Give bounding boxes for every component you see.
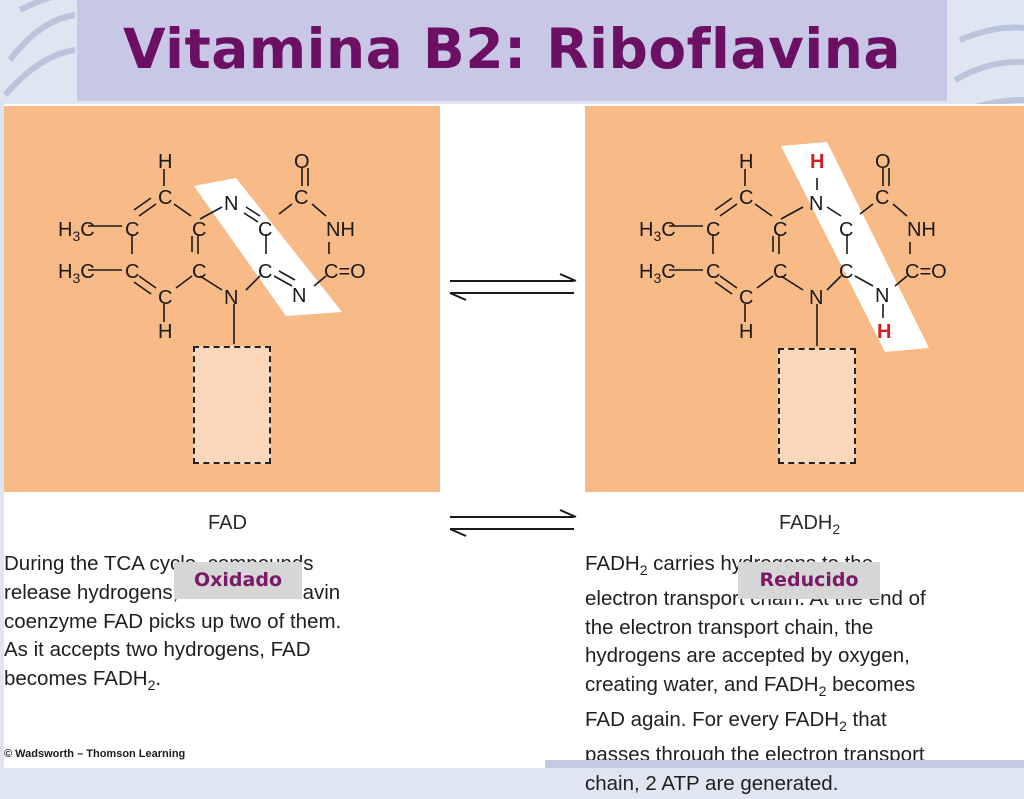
atom-c: C	[839, 261, 853, 283]
atom-c: C	[192, 219, 206, 241]
atom-h: H	[158, 321, 172, 343]
equilibrium-arrows-top	[449, 273, 577, 301]
atom-o: O	[294, 151, 310, 173]
atom-c: C	[706, 219, 720, 241]
atom-nh: NH	[326, 219, 355, 241]
atom-h3c: H3C	[58, 261, 95, 286]
atom-h: H	[739, 151, 753, 173]
atom-o: O	[875, 151, 891, 173]
atom-nh: NH	[907, 219, 936, 241]
fad-structure: H C N O C C NH C C C C C C=O C N N H H3C…	[58, 151, 366, 344]
page-edge-strip	[545, 760, 1024, 768]
atom-c: C	[258, 261, 272, 283]
fad-panel: H C N O C C NH C C C C C C=O C N N H H3C…	[4, 106, 440, 492]
atom-c: C	[158, 287, 172, 309]
atom-c: C	[125, 261, 139, 283]
fad-label: FAD	[208, 512, 247, 534]
atom-h: H	[739, 321, 753, 343]
atom-c: C	[839, 219, 853, 241]
reducido-tag: Reducido	[738, 562, 880, 599]
atom-c: C	[875, 187, 889, 209]
atom-n: N	[809, 193, 823, 215]
equilibrium-arrows-bottom	[449, 509, 577, 537]
fadh2-structure: H H C N O C C NH C C C C C C=O C N N H H…	[639, 142, 947, 352]
atom-c: C	[706, 261, 720, 283]
atom-c: C	[294, 187, 308, 209]
atom-h3c: H3C	[58, 219, 95, 244]
atom-ceq: C=O	[324, 261, 366, 283]
atom-h3c: H3C	[639, 219, 676, 244]
atom-n: N	[292, 285, 306, 307]
atom-h3c: H3C	[639, 261, 676, 286]
atom-h: H	[158, 151, 172, 173]
atom-c: C	[158, 187, 172, 209]
fadh2-placeholder-box	[778, 348, 856, 464]
atom-c: C	[258, 219, 272, 241]
atom-c: C	[125, 219, 139, 241]
atom-h-added-top: H	[810, 151, 824, 173]
fadh2-highlight-band	[781, 142, 929, 352]
atom-c: C	[192, 261, 206, 283]
atom-c: C	[739, 287, 753, 309]
atom-n: N	[809, 287, 823, 309]
atom-h-added-bottom: H	[877, 321, 891, 343]
fad-highlight-band	[194, 178, 342, 316]
atom-c: C	[773, 261, 787, 283]
atom-n: N	[224, 287, 238, 309]
fadh2-label: FADH2	[779, 512, 841, 537]
atom-n: N	[875, 285, 889, 307]
riboflavin-figure: H C N O C C NH C C C C C C=O C N N H H3C…	[4, 104, 1024, 795]
copyright-credit: © Wadsworth – Thomson Learning	[4, 748, 186, 760]
fad-placeholder-box	[193, 346, 271, 464]
title-box: Vitamina B2: Riboflavina	[77, 0, 947, 101]
oxidado-tag: Oxidado	[174, 562, 302, 599]
atom-c: C	[739, 187, 753, 209]
atom-n: N	[224, 193, 238, 215]
slide-title: Vitamina B2: Riboflavina	[123, 17, 901, 81]
atom-ceq: C=O	[905, 261, 947, 283]
fadh2-panel: H H C N O C C NH C C C C C C=O C N N H H…	[585, 106, 1024, 492]
atom-c: C	[773, 219, 787, 241]
